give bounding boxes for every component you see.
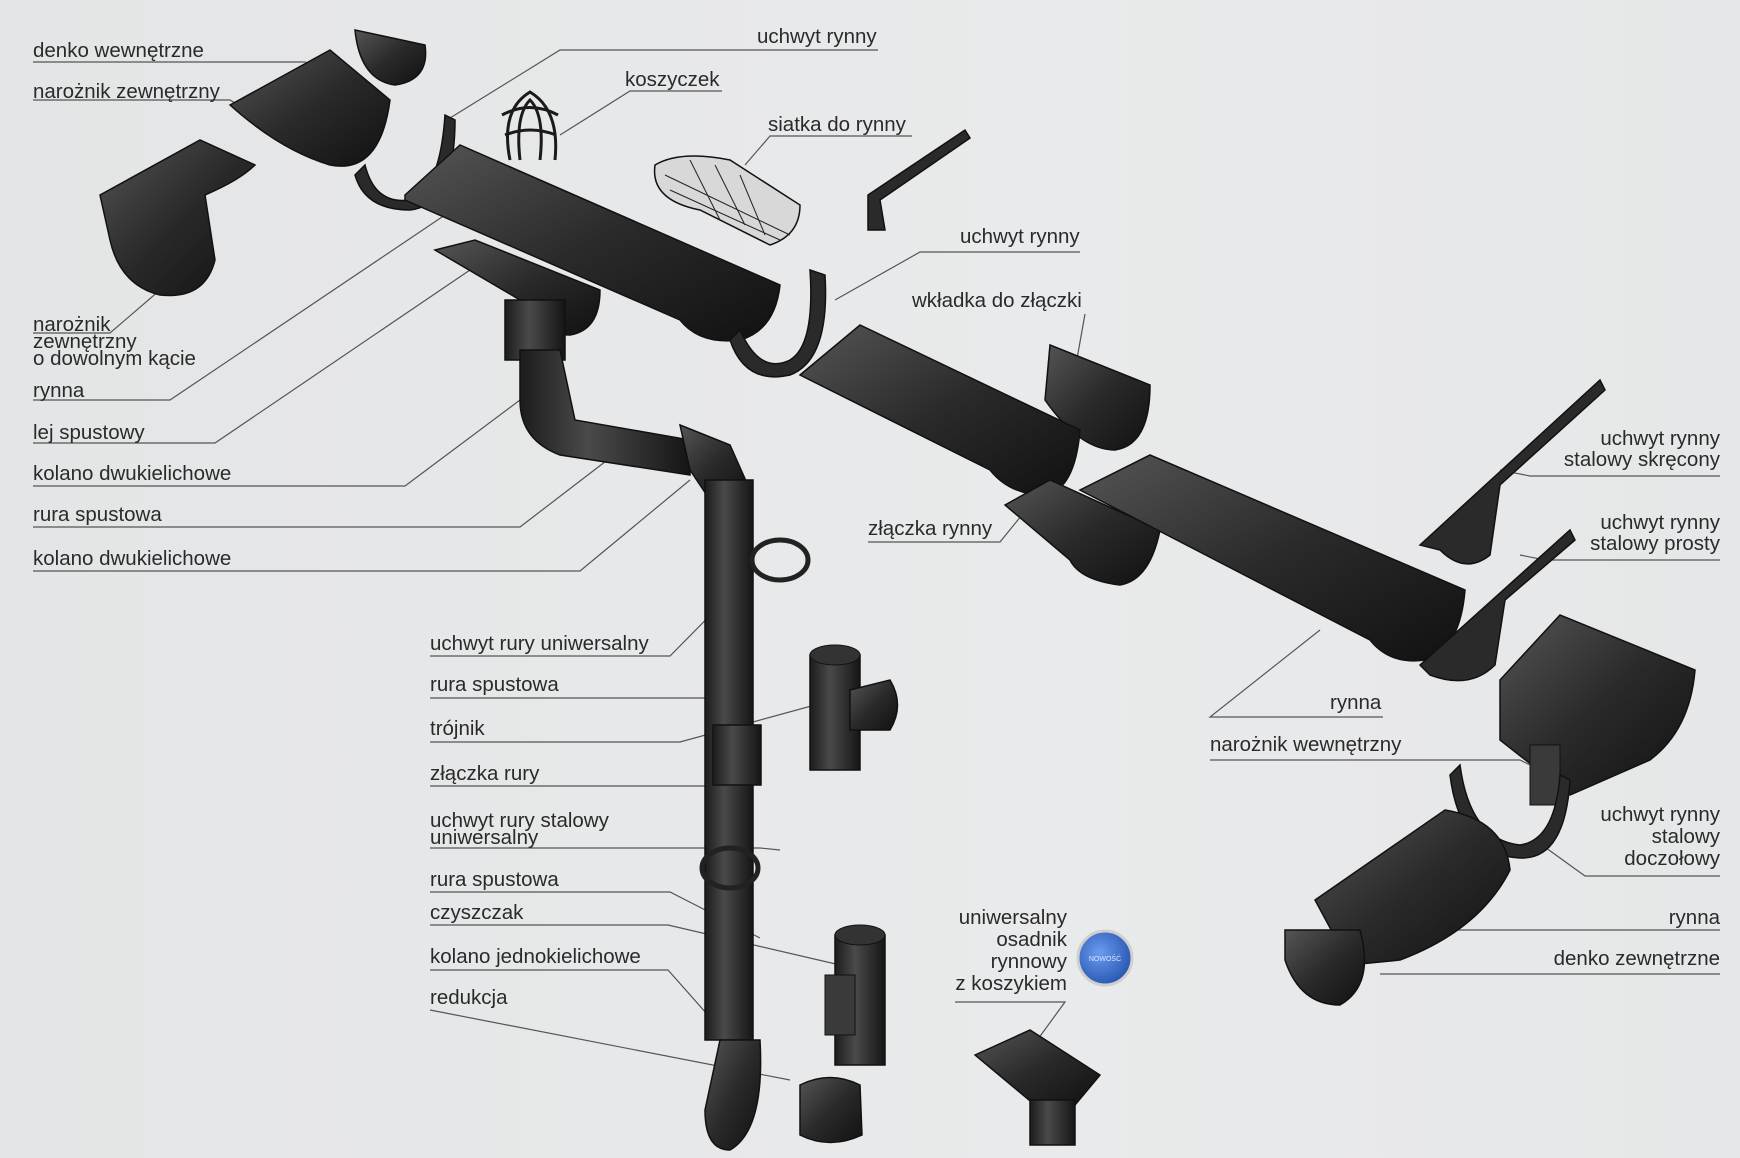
label-uchwyt-skrecony: uchwyt rynny stalowy skręcony [1563, 427, 1720, 471]
leader-naroznik-wew [1210, 759, 1541, 771]
label-uchwyt-rynny-mid: uchwyt rynny [960, 225, 1080, 248]
naroznik-dowolny-part [99, 139, 257, 297]
label-redukcja: redukcja [430, 986, 508, 1009]
label-siatka: siatka do rynny [768, 113, 906, 136]
label-rura-spustowa-left: rura spustowa [33, 503, 162, 526]
leader-rynna-left [33, 214, 446, 401]
koszyczek-part [501, 90, 559, 161]
label-rynna-right: rynna [1330, 691, 1382, 714]
label-kolano-dwukielichowe-2: kolano dwukielichowe [33, 547, 232, 570]
leader-czyszczak [430, 924, 841, 966]
label-rura-spustowa-mid: rura spustowa [430, 673, 559, 696]
badge-text: NOWOŚĆ [1089, 954, 1121, 963]
label-uchwyt-rynny-top: uchwyt rynny [757, 25, 877, 48]
label-zlaczka-rury: złączka rury [430, 762, 540, 785]
leader-siatka [744, 135, 912, 166]
uchwyt-prosty-part [1418, 528, 1576, 682]
label-koszyczek: koszyczek [625, 68, 720, 91]
label-denko-zewnetrzne: denko zewnętrzne [1553, 947, 1720, 970]
rura-spustowa-vertical-part [704, 479, 762, 1151]
label-trojnik: trójnik [430, 717, 485, 740]
leader-uchwyt-top [449, 49, 878, 119]
naroznik-wewnetrzny-part [1499, 614, 1696, 806]
label-uchwyt-rury-stalowy: uchwyt rury stalowy uniwersalny [430, 809, 609, 849]
label-naroznik-zewnetrzny: narożnik zewnętrzny [33, 80, 220, 103]
label-naroznik-dowolny: narożnik zewnętrzny o dowolnym kącie [33, 313, 196, 370]
czyszczak-part [824, 924, 886, 1066]
label-czyszczak: czyszczak [430, 901, 524, 924]
label-uchwyt-prosty: uchwyt rynny stalowy prosty [1590, 511, 1720, 555]
label-uchwyt-rury-uniwersalny: uchwyt rury uniwersalny [430, 632, 649, 655]
uchwyt-rynny-mid-part [729, 268, 827, 378]
label-osadnik: uniwersalny osadnik rynnowy z koszykiem [955, 906, 1067, 995]
redukcja-part [799, 1076, 863, 1144]
uchwyt-skrecony-part [1418, 378, 1606, 565]
zlaczka-rynny-part [1003, 479, 1161, 586]
uchwyt-rury-part [699, 537, 811, 891]
leader-kolano2 [33, 479, 691, 572]
leader-lej [33, 269, 471, 444]
leader-kolano1 [33, 399, 521, 487]
leader-rura-left [33, 434, 641, 528]
leader-uchwyt-stalowy [430, 847, 781, 851]
leader-uchwyt-mid [834, 251, 1080, 301]
trojnik-part [809, 644, 899, 771]
label-denko-wewnetrzne: denko wewnętrzne [33, 39, 204, 62]
label-uchwyt-doczolowy: uchwyt rynny stalowy doczołowy [1600, 803, 1720, 870]
leader-trojnik [430, 704, 816, 743]
leader-uchwyt-doczolowy [1534, 839, 1720, 877]
denko-zewnetrzne-part [1284, 929, 1366, 1006]
rynna-right-part [1314, 809, 1511, 966]
label-rynna-right2: rynna [1668, 906, 1720, 929]
leader-osadnik [955, 1001, 1067, 1051]
nowosc-badge: NOWOŚĆ [1076, 929, 1134, 987]
label-rura-spustowa-low: rura spustowa [430, 868, 559, 891]
leader-rynna-right [1208, 629, 1383, 718]
label-kolano-dwukielichowe-1: kolano dwukielichowe [33, 462, 232, 485]
label-kolano-jednokielichowe: kolano jednokielichowe [430, 945, 641, 968]
leader-naroznik-dowolny [33, 289, 161, 334]
kolano-pipes-part [519, 349, 752, 501]
label-wkladka: wkładka do złączki [912, 289, 1082, 312]
label-naroznik-wewnetrzny: narożnik wewnętrzny [1210, 733, 1402, 756]
label-rynna-left: rynna [33, 379, 85, 402]
label-zlaczka-rynny: złączka rynny [868, 517, 993, 540]
leader-koszyczek [559, 90, 722, 136]
denko-wewnetrzne-part [354, 29, 427, 86]
siatka-part [653, 155, 801, 246]
label-lej-spustowy: lej spustowy [33, 421, 145, 444]
naroznik-zewnetrzny-part [228, 49, 391, 167]
rynna-second-part [798, 324, 1081, 496]
uchwyt-rynny-hook-top-part [867, 128, 972, 231]
osadnik-part [973, 1029, 1102, 1146]
